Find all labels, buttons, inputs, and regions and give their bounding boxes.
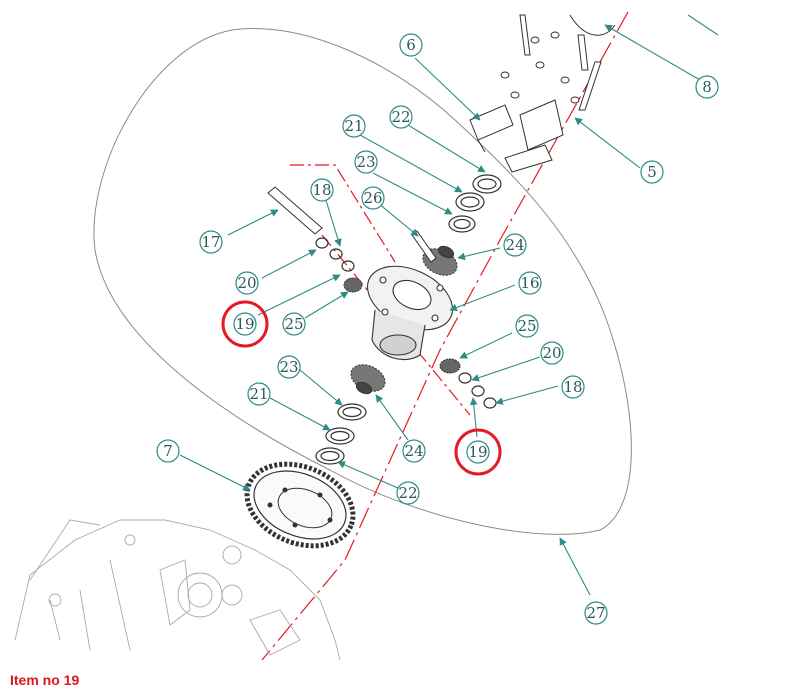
gearbox-housing-sketch xyxy=(14,519,341,660)
highlight-ring xyxy=(454,428,502,476)
callout-number: 20 xyxy=(542,344,561,362)
callout-8: 8 xyxy=(695,75,719,99)
callout-23: 23 xyxy=(354,150,378,174)
callout-circle xyxy=(466,440,490,464)
centerlines xyxy=(261,11,629,660)
callout-6: 6 xyxy=(399,33,423,57)
callout-5: 5 xyxy=(640,160,664,184)
callout-21: 21 xyxy=(247,382,271,406)
callout-7: 7 xyxy=(156,439,180,463)
callout-circle xyxy=(235,271,259,295)
callout-27: 27 xyxy=(584,601,608,625)
callout-19: 19 xyxy=(454,428,502,476)
callout-circle xyxy=(233,312,257,336)
callout-circle xyxy=(515,314,539,338)
callout-number: 25 xyxy=(284,315,303,333)
callout-circle xyxy=(396,481,420,505)
callout-number: 5 xyxy=(647,163,657,181)
callout-18: 18 xyxy=(561,375,585,399)
callout-number: 6 xyxy=(406,36,416,54)
callout-circle xyxy=(640,160,664,184)
callout-24: 24 xyxy=(402,439,426,463)
callout-circle xyxy=(342,114,366,138)
callout-circle xyxy=(361,186,385,210)
differential-case xyxy=(366,265,454,360)
callout-number: 16 xyxy=(520,274,539,292)
callout-number: 26 xyxy=(363,189,382,207)
callout-number: 25 xyxy=(517,317,536,335)
callout-number: 19 xyxy=(235,315,254,333)
callout-number: 21 xyxy=(344,117,363,135)
pinion-gear-left xyxy=(343,277,363,293)
callout-circle xyxy=(199,230,223,254)
callout-23: 23 xyxy=(277,355,301,379)
callout-circle xyxy=(518,271,542,295)
callout-circle xyxy=(584,601,608,625)
callout-circle xyxy=(503,233,527,257)
callout-number: 24 xyxy=(505,236,524,254)
item-caption: Item no 19 xyxy=(10,672,80,688)
callout-16: 16 xyxy=(518,271,542,295)
callout-number: 8 xyxy=(702,78,712,96)
callout-number: 18 xyxy=(563,378,582,396)
highlight-ring xyxy=(221,300,269,348)
top-hardware xyxy=(469,14,616,173)
callout-circle xyxy=(156,439,180,463)
callout-circle xyxy=(402,439,426,463)
callout-circle xyxy=(561,375,585,399)
callout-circle xyxy=(277,355,301,379)
callout-25: 25 xyxy=(282,312,306,336)
side-gear-lower xyxy=(350,364,386,395)
callout-number: 23 xyxy=(356,153,375,171)
callout-21: 21 xyxy=(342,114,366,138)
callout-number: 19 xyxy=(468,443,487,461)
callout-number: 27 xyxy=(586,604,605,622)
callout-circle xyxy=(310,178,334,202)
callout-number: 17 xyxy=(201,233,220,251)
callout-circle xyxy=(282,312,306,336)
callout-17: 17 xyxy=(199,230,223,254)
callout-circle xyxy=(389,105,413,129)
callout-labels: 6 8 5 21 22 23 18 26 17 24 20 16 19 25 25 23 20 21 18 7 24 19… xyxy=(156,33,719,625)
callout-number: 7 xyxy=(163,442,173,460)
callout-circle xyxy=(399,33,423,57)
callout-25: 25 xyxy=(515,314,539,338)
exploded-parts-diagram: 6 8 5 21 22 23 18 26 17 24 20 16 19 25 25 23 20 21 18 7 24 19… xyxy=(14,11,719,660)
callout-number: 23 xyxy=(279,358,298,376)
callout-circle xyxy=(540,341,564,365)
callout-20: 20 xyxy=(235,271,259,295)
callout-circle xyxy=(354,150,378,174)
pinion-gear-right xyxy=(439,358,461,374)
callout-26: 26 xyxy=(361,186,385,210)
callout-number: 22 xyxy=(398,484,417,502)
callout-circle xyxy=(247,382,271,406)
callout-24: 24 xyxy=(503,233,527,257)
callout-number: 18 xyxy=(312,181,331,199)
callout-22: 22 xyxy=(396,481,420,505)
assembly-outline xyxy=(93,28,632,535)
leader-lines xyxy=(179,14,719,596)
callout-20: 20 xyxy=(540,341,564,365)
shafts xyxy=(267,186,437,263)
callout-circle xyxy=(695,75,719,99)
callout-number: 24 xyxy=(404,442,423,460)
callout-18: 18 xyxy=(310,178,334,202)
callout-number: 22 xyxy=(391,108,410,126)
callout-22: 22 xyxy=(389,105,413,129)
callout-number: 20 xyxy=(237,274,256,292)
callout-19: 19 xyxy=(221,300,269,348)
washers xyxy=(315,174,502,465)
callout-number: 21 xyxy=(249,385,268,403)
